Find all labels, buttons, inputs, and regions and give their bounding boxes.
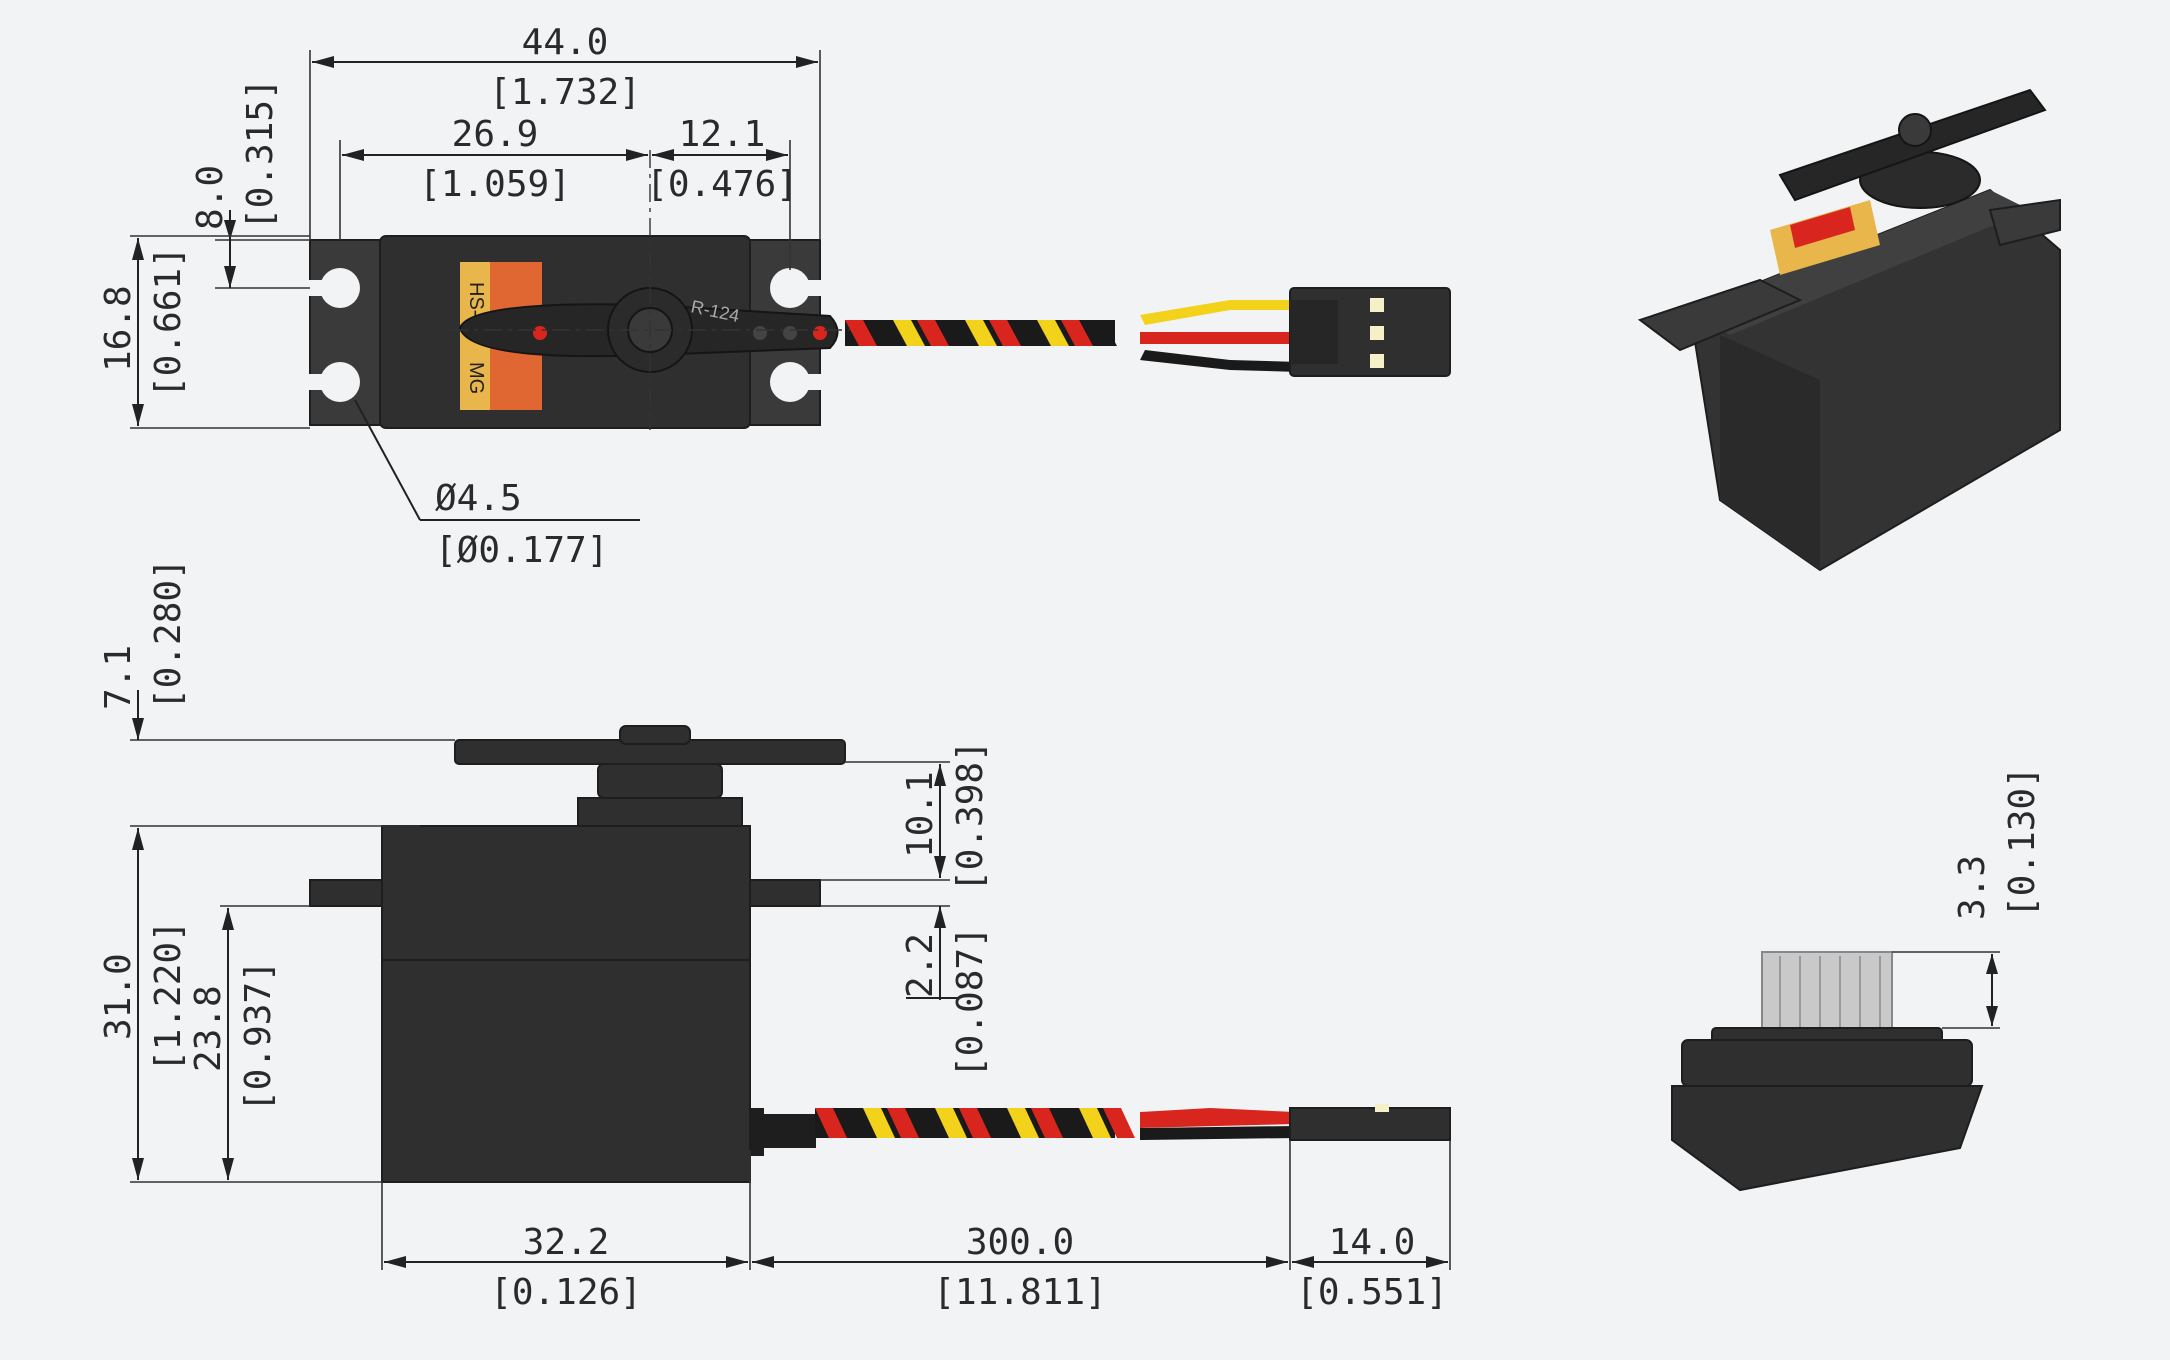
dim-tab-height-in: [0.937] xyxy=(238,960,279,1112)
dim-tab-thickness-in: [0.087] xyxy=(950,926,991,1078)
dim-hole-diameter-in: [Ø0.177] xyxy=(435,530,608,571)
dim-connector-length: 14.0 xyxy=(1329,1222,1416,1263)
top-twisted-wire xyxy=(845,300,1300,372)
isometric-view xyxy=(1637,88,2061,572)
dim-wire-length: 300.0 xyxy=(966,1222,1074,1263)
dim-total-height: 31.0 xyxy=(98,953,139,1040)
dim-depth-in: [0.661] xyxy=(148,246,189,398)
dim-shaft-offset: 12.1 xyxy=(679,114,766,155)
dim-shaft-offset-in: [0.476] xyxy=(646,164,798,205)
top-view: HS- MG R-124 44.0 [1.73 xyxy=(98,22,1451,571)
dim-body-to-shaft: 26.9 xyxy=(452,114,539,155)
label-model-text: HS- xyxy=(465,282,487,316)
iso-mount-tab-right xyxy=(1988,198,2061,247)
dim-depth: 16.8 xyxy=(98,285,139,372)
dim-body-length: 32.2 xyxy=(523,1222,610,1263)
iso-horn-screw-icon xyxy=(1898,113,1932,147)
dim-spline-height-in: [0.130] xyxy=(2002,766,2043,918)
dim-body-to-shaft-in: [1.059] xyxy=(419,164,571,205)
side-output-gear xyxy=(597,763,723,799)
dim-top-to-tab-in: [0.398] xyxy=(950,740,991,892)
dim-overall-width: 44.0 xyxy=(522,22,609,63)
output-spline xyxy=(1761,951,1893,1029)
dim-total-height-in: [1.220] xyxy=(148,920,189,1072)
dim-tab-thickness: 2.2 xyxy=(900,933,941,998)
dim-spline-height: 3.3 xyxy=(1952,855,1993,920)
dim-tab-offset-in: [0.315] xyxy=(240,78,281,230)
side-view: 7.1 [0.280] 31.0 [1.220] 23.8 [0.937] 10… xyxy=(98,558,1451,1313)
dim-tab-offset: 8.0 xyxy=(190,165,231,230)
dim-tab-height: 23.8 xyxy=(188,985,229,1072)
spline-view: 3.3 [0.130] xyxy=(1671,766,2043,1192)
dim-wire-length-in: [11.811] xyxy=(933,1272,1106,1313)
side-connector xyxy=(1289,1107,1451,1141)
dim-body-length-in: [0.126] xyxy=(490,1272,642,1313)
side-case xyxy=(381,825,751,1183)
label-mg-text: MG xyxy=(465,362,487,394)
iso-mount-tab-left xyxy=(1637,278,1803,352)
dim-overall-width-in: [1.732] xyxy=(489,72,641,113)
dim-top-to-tab: 10.1 xyxy=(900,771,941,858)
dim-hole-diameter: Ø4.5 xyxy=(435,478,522,519)
spline-housing xyxy=(1681,1039,1973,1087)
side-twisted-wire xyxy=(750,1108,1295,1156)
dim-horn-height: 7.1 xyxy=(98,645,139,710)
dim-connector-length-in: [0.551] xyxy=(1296,1272,1448,1313)
dim-horn-height-in: [0.280] xyxy=(148,558,189,710)
